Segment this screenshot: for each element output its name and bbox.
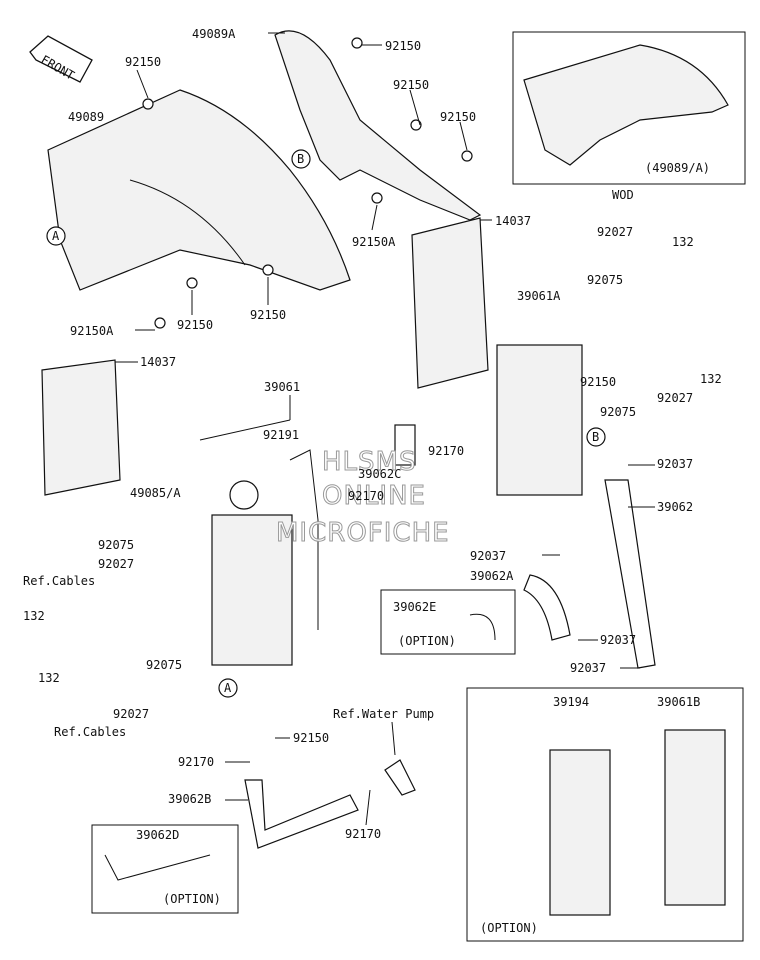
label-39194: 39194 [553,695,589,709]
wod-box [512,31,746,185]
guard-14037-left [41,359,121,496]
option-box-39062E [380,589,516,655]
wod-shroud-shape [523,44,729,166]
label-option: (OPTION) [163,892,221,906]
label-92027: 92027 [113,707,149,721]
front-arrow-icon: FRONT [29,35,93,83]
label-92075: 92075 [98,538,134,552]
label-39062A: 39062A [470,569,514,583]
hose-39062-shape [604,479,656,669]
callout-a-icon: A A [46,226,238,698]
svg-text:A: A [52,229,60,243]
guard-14037-right [411,217,489,389]
watermark-line-3: MICROFICHE [276,518,450,548]
label-92037: 92037 [600,633,636,647]
shroud-49089-detail [129,179,246,266]
hose-39062C-shape [394,424,416,466]
label-92170: 92170 [345,827,381,841]
label-132: 132 [700,372,722,386]
label-39062: 39062 [657,500,693,514]
shroud-49089A-shape [274,30,482,221]
label-92075: 92075 [587,273,623,287]
label-92037: 92037 [470,549,506,563]
svg-text:B: B [592,430,599,444]
label-92150: 92150 [580,375,616,389]
label-92150: 92150 [125,55,161,69]
option-box-39062D [91,824,239,914]
label-ref-cables: Ref.Cables [54,725,126,739]
callout-b-icon: B B [291,149,606,447]
svg-text:B: B [297,152,304,166]
label-92037: 92037 [570,661,606,675]
label-92150A: 92150A [70,324,114,338]
label-132: 132 [672,235,694,249]
label-132: 132 [23,609,45,623]
label-92170: 92170 [428,444,464,458]
label-39062B: 39062B [168,792,211,806]
label-14037: 14037 [495,214,531,228]
label-ref-cables: Ref.Cables [23,574,95,588]
hose-39062E-shape [469,613,496,641]
label-92075: 92075 [146,658,182,672]
label-ref-water-pump: Ref.Water Pump [333,707,434,721]
label-92150: 92150 [293,731,329,745]
radiator-cap-icon [229,480,259,510]
watermark-line-2: ONLINE [322,481,426,511]
label-14037: 14037 [140,355,176,369]
bolt-icon [142,37,473,329]
wod-label: WOD [612,188,634,202]
hose-39062D-shape [104,854,211,881]
hose-39062A-shape [523,574,571,641]
label-92191: 92191 [263,428,299,442]
label-39061: 39061 [264,380,300,394]
label-92027: 92027 [597,225,633,239]
label-49089: 49089 [68,110,104,124]
label-132: 132 [38,671,60,685]
label-49089A: 49089A [192,27,236,41]
label-39062D: 39062D [136,828,179,842]
label-92170: 92170 [348,489,384,503]
wod-ref-label: (49089/A) [645,161,710,175]
label-49085A: 49085/A [130,486,181,500]
radiator-39061-shape [211,514,293,666]
label-92150: 92150 [385,39,421,53]
label-39061B: 39061B [657,695,700,709]
watermark-line-1: HLSMS [322,447,416,477]
label-option: (OPTION) [398,634,456,648]
svg-text:A: A [224,681,232,695]
label-92150: 92150 [393,78,429,92]
label-92150: 92150 [177,318,213,332]
radiator-39061B-shape [664,729,726,906]
label-39062C: 39062C [358,467,401,481]
water-pump-fitting [384,759,416,796]
radiator-39194-shape [549,749,611,916]
label-92037: 92037 [657,457,693,471]
label-92150: 92150 [250,308,286,322]
label-92150: 92150 [440,110,476,124]
label-92075: 92075 [600,405,636,419]
shroud-49089-shape [47,89,351,291]
label-39062E: 39062E [393,600,436,614]
radiator-39061A-shape [496,344,583,496]
label-92027: 92027 [657,391,693,405]
label-92027: 92027 [98,557,134,571]
hose-39062B-shape [244,779,359,849]
leader-lines [115,32,655,826]
breather-tube [289,449,319,630]
option-box-radiators [466,687,744,942]
label-92150A: 92150A [352,235,396,249]
label-option: (OPTION) [480,921,538,935]
label-92170: 92170 [178,755,214,769]
label-39061A: 39061A [517,289,561,303]
